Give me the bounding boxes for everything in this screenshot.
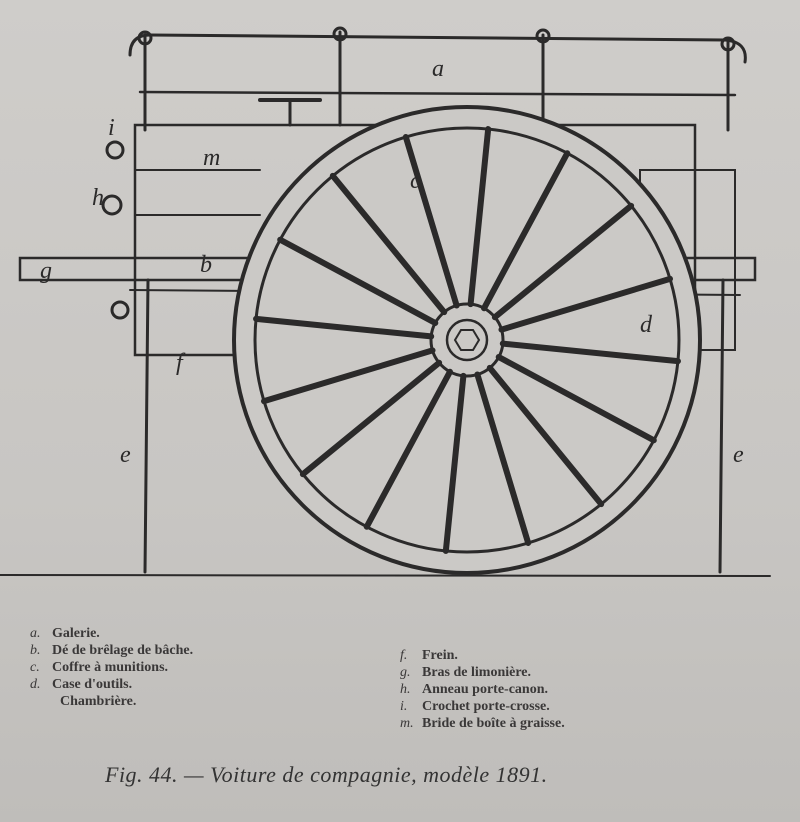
label-d: d bbox=[640, 312, 653, 338]
legend-item: b. Dé de brêlage de bâche. bbox=[30, 642, 193, 659]
wheel bbox=[232, 105, 702, 575]
legend-key: h. bbox=[400, 682, 411, 697]
label-e-right: e bbox=[733, 442, 744, 468]
wheel-spoke bbox=[442, 372, 467, 554]
legend-text: Crochet porte-crosse. bbox=[422, 699, 550, 714]
ground-line bbox=[0, 574, 771, 577]
wheel-spoke bbox=[498, 275, 673, 333]
legend-item: f. Frein. bbox=[400, 647, 565, 664]
label-e-left: e bbox=[120, 442, 131, 468]
legend-key: g. bbox=[400, 665, 411, 680]
legend-key: m. bbox=[400, 716, 414, 731]
legend-item: c. Coffre à munitions. bbox=[30, 659, 193, 676]
wheel-spoke bbox=[253, 315, 435, 340]
legend-text: Galerie. bbox=[52, 626, 100, 641]
wheel-spoke bbox=[499, 340, 681, 365]
figure-caption: Fig. 44. — Voiture de compagnie, modèle … bbox=[105, 762, 548, 787]
label-h: h bbox=[92, 185, 104, 211]
legend-item: i. Crochet porte-crosse. bbox=[400, 698, 565, 715]
legend-key: d. bbox=[30, 677, 41, 692]
label-m: m bbox=[203, 145, 220, 171]
wheel-spoke bbox=[474, 371, 532, 546]
legend-left: a. Galerie. b. Dé de brêlage de bâche. c. C… bbox=[30, 625, 193, 710]
legend-item: a. Galerie. bbox=[30, 625, 193, 642]
wheel-spoke bbox=[363, 368, 453, 530]
legend-right: f. Frein. g. Bras de limonière. h. Anneau p… bbox=[400, 647, 565, 732]
legend-key: i. bbox=[400, 699, 408, 714]
legend-key: f. bbox=[400, 648, 408, 663]
legend-key: b. bbox=[30, 643, 41, 658]
legend-item: Chambrière. bbox=[30, 693, 193, 710]
legend-item: h. Anneau porte-canon. bbox=[400, 681, 565, 698]
figure-labels: a b c d e e f g h i m bbox=[40, 56, 744, 468]
wheel-spoke bbox=[261, 347, 436, 405]
wheel-spoke bbox=[277, 236, 439, 326]
legend-text: Bras de limonière. bbox=[422, 665, 532, 680]
legend-item: g. Bras de limonière. bbox=[400, 664, 565, 681]
legend-item: m. Bride de boîte à graisse. bbox=[400, 715, 565, 732]
wheel-spoke bbox=[467, 126, 492, 308]
label-i: i bbox=[108, 115, 115, 141]
legend-text: Coffre à munitions. bbox=[52, 660, 169, 675]
gallery-rail bbox=[128, 26, 747, 132]
legend-item: d. Case d'outils. bbox=[30, 676, 193, 693]
label-g: g bbox=[40, 258, 52, 284]
legend-key: a. bbox=[30, 626, 41, 641]
wheel-spoke bbox=[495, 354, 657, 444]
label-a: a bbox=[432, 56, 444, 82]
wheel-spoke bbox=[481, 150, 571, 312]
legend-text: Dé de brêlage de bâche. bbox=[52, 643, 194, 658]
cart-drawing: a b c d e e f g h i m bbox=[0, 26, 771, 577]
label-b: b bbox=[200, 252, 212, 278]
legend-text: Chambrière. bbox=[60, 694, 137, 709]
legend-text: Anneau porte-canon. bbox=[422, 682, 549, 697]
legend-key: c. bbox=[30, 660, 40, 675]
legend-text: Bride de boîte à graisse. bbox=[422, 716, 565, 731]
legend-text: Frein. bbox=[422, 648, 458, 663]
wheel-spoke bbox=[299, 359, 443, 478]
legs bbox=[101, 140, 725, 574]
label-c: c bbox=[410, 168, 421, 194]
wheel-spoke bbox=[402, 134, 460, 309]
label-f: f bbox=[176, 350, 186, 376]
wheel-spoke bbox=[329, 172, 448, 316]
legend-text: Case d'outils. bbox=[52, 677, 133, 692]
wheel-spoke bbox=[491, 202, 635, 321]
wheel-spoke bbox=[486, 364, 605, 508]
